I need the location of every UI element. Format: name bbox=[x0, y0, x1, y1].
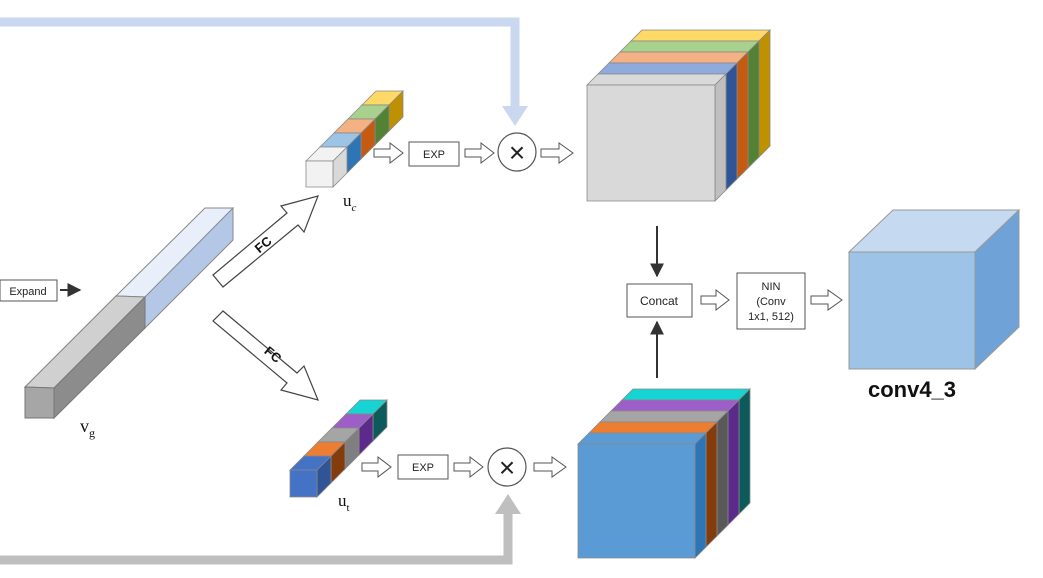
hollow-arrow-concat-nin bbox=[700, 288, 730, 312]
output-cube bbox=[847, 208, 1021, 371]
uc-label: uc bbox=[343, 191, 357, 214]
hollow-arrow-mult-cube-top bbox=[540, 142, 574, 164]
cube-slice-side bbox=[725, 62, 738, 191]
vg-bar bbox=[23, 206, 235, 420]
cube-front-face bbox=[577, 443, 696, 559]
exp-box-top: EXP bbox=[408, 141, 460, 167]
cube-slice-side bbox=[747, 40, 760, 169]
cube-slice-top bbox=[621, 388, 751, 401]
hollow-arrow-mult-cube-bottom bbox=[533, 456, 567, 478]
cube-slice-side bbox=[736, 51, 749, 180]
nin-box: NIN (Conv 1x1, 512) bbox=[736, 272, 806, 330]
hollow-arrow-exp-mult-bottom bbox=[453, 455, 484, 479]
concat-label: Concat bbox=[640, 294, 679, 308]
uc-stack bbox=[305, 90, 404, 188]
concat-box: Concat bbox=[626, 283, 693, 318]
hollow-arrow-uc-exp bbox=[373, 141, 404, 165]
cube-slice-top bbox=[610, 399, 740, 412]
output-label: conv4_3 bbox=[868, 377, 956, 402]
cube-slice-top bbox=[630, 29, 771, 42]
cube-slice-side bbox=[705, 421, 718, 548]
vg-label: vg bbox=[80, 416, 95, 440]
fc-arrow-bottom: FC bbox=[212, 310, 320, 401]
cube-slice-top bbox=[597, 62, 738, 75]
nin-line1: NIN bbox=[762, 281, 781, 293]
nin-line3: 1x1, 512) bbox=[748, 311, 794, 323]
exp-box-bottom: EXP bbox=[397, 454, 449, 480]
hollow-arrow-nin-output bbox=[810, 289, 843, 311]
ut-stack bbox=[289, 399, 388, 498]
ut-label: ut bbox=[338, 491, 350, 514]
cube-slice-top bbox=[577, 432, 707, 445]
cube-slice-side bbox=[694, 432, 707, 559]
hollow-arrow-exp-mult-top bbox=[464, 141, 495, 165]
multiply-bottom-symbol: × bbox=[499, 452, 515, 483]
multiply-top-symbol: × bbox=[509, 137, 525, 168]
expand-label: Expand bbox=[9, 286, 46, 298]
exp-bottom-label: EXP bbox=[412, 462, 434, 474]
multiply-node-top: × bbox=[497, 132, 537, 172]
fc-arrow-top: FC bbox=[212, 195, 319, 288]
cube-slice-side bbox=[714, 73, 727, 202]
cube-slice-top bbox=[586, 73, 727, 86]
nin-line2: (Conv bbox=[756, 296, 786, 308]
slice-front bbox=[305, 160, 334, 188]
cube-slice-top bbox=[588, 421, 718, 434]
exp-top-label: EXP bbox=[423, 149, 445, 161]
feedback-path-top bbox=[0, 17, 528, 126]
expand-box: Expand bbox=[0, 279, 58, 302]
cube-slice-side bbox=[727, 399, 740, 526]
cube-slice-side bbox=[738, 388, 751, 515]
cube-slice-top bbox=[619, 40, 760, 53]
multiply-node-bottom: × bbox=[487, 447, 527, 487]
cube-slice-top bbox=[599, 410, 729, 423]
cube-front-face bbox=[586, 84, 716, 202]
hollow-arrow-ut-exp bbox=[361, 455, 392, 479]
feedback-path-bottom bbox=[0, 494, 521, 565]
slice-front bbox=[289, 469, 318, 498]
cube-slice-side bbox=[716, 410, 729, 537]
cube-slice-side bbox=[758, 29, 771, 158]
cube-slice-top bbox=[608, 51, 749, 64]
feature-cube-spatial bbox=[577, 388, 751, 559]
feature-cube-channel bbox=[586, 29, 771, 202]
